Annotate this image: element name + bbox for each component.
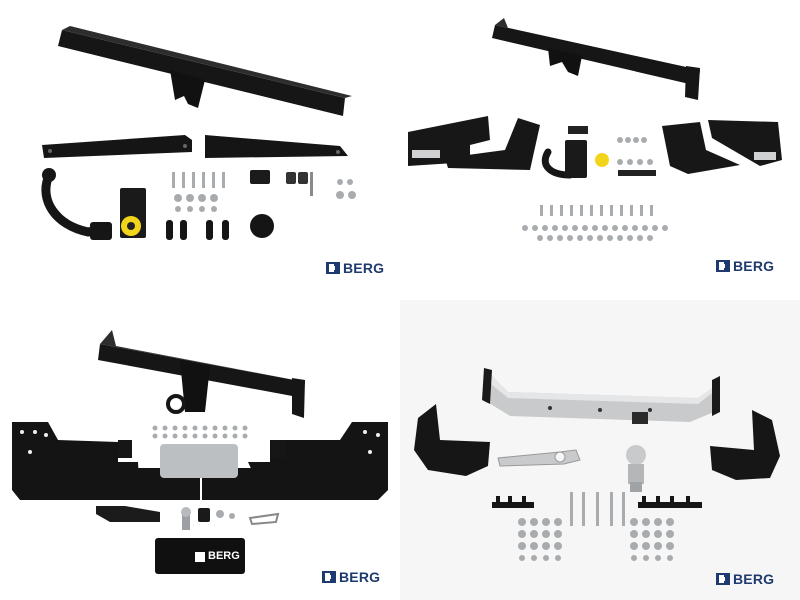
tow-bar-kit-brackets: BERG: [400, 0, 800, 300]
tow-bar-kit-detachable: BERG: [0, 0, 400, 300]
tow-bar-kit-illustration: [12, 330, 388, 574]
berg-logo-mark-icon: [716, 573, 730, 585]
tow-bar-kit-chrome: BERG: [400, 300, 800, 600]
berg-logo: BERG: [326, 261, 384, 275]
berg-logo-mark-icon: [716, 260, 730, 272]
berg-logo: BERG: [716, 572, 774, 586]
berg-logo-mark-icon: [195, 551, 205, 562]
tow-bar-kit-illustration: [400, 300, 800, 600]
tow-bar-kit-illustration: [41, 26, 356, 240]
bag-label: BERG: [195, 551, 240, 562]
berg-logo-mark-icon: [326, 262, 340, 274]
berg-logo-mark-icon: [322, 571, 336, 583]
berg-logo: BERG: [716, 259, 774, 273]
berg-logo: BERG: [322, 570, 380, 584]
tow-bar-kit-illustration: [408, 18, 782, 241]
tow-bar-kit-fixed: BERG BERG: [0, 300, 400, 600]
